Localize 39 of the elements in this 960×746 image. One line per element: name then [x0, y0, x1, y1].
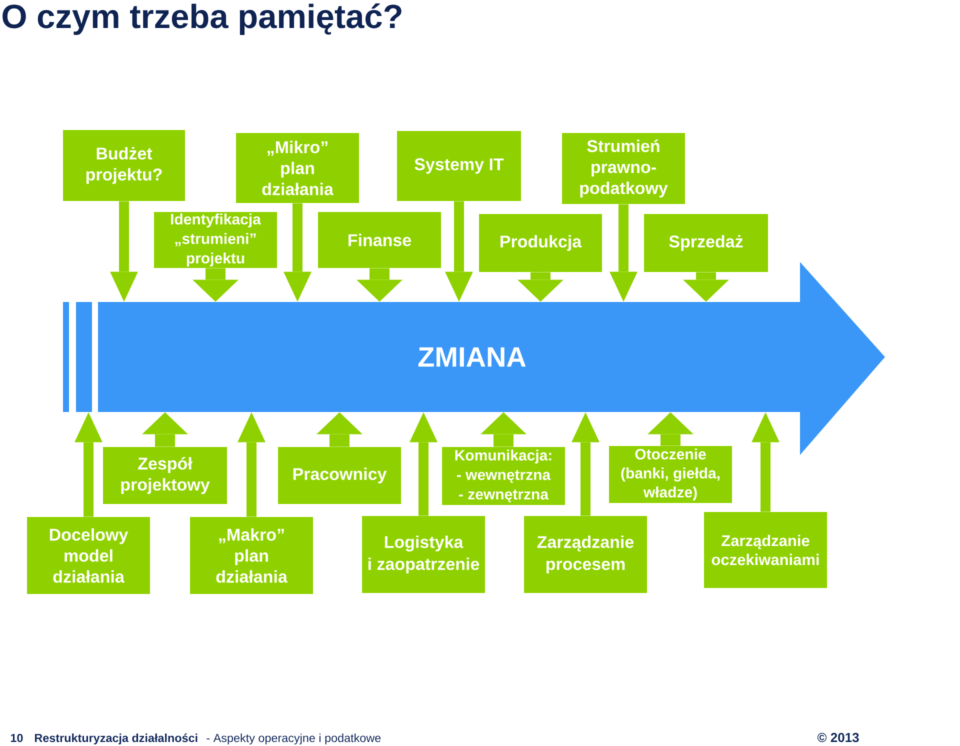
- arrow: [74, 412, 102, 517]
- topic-box: Komunikacja: - wewnętrzna - zewnętrzna: [442, 447, 565, 505]
- topic-box: Zespół projektowy: [103, 447, 227, 504]
- arrow: [572, 412, 600, 516]
- arrow: [238, 412, 266, 517]
- footer-subtitle: - Aspekty operacyjne i podatkowe: [206, 734, 381, 744]
- topic-box: Identyfikacja „strumieni” projektu: [154, 212, 277, 268]
- arrow: [480, 412, 526, 447]
- topic-box: Sprzedaż: [644, 214, 768, 272]
- arrow: [142, 412, 188, 447]
- arrow: [410, 412, 438, 516]
- topic-box: Zarządzanie oczekiwaniami: [704, 512, 827, 588]
- topic-box: Zarządzanie procesem: [524, 516, 647, 593]
- arrow: [752, 412, 780, 512]
- arrow: [110, 201, 138, 302]
- topic-box: „Mikro” plan działania: [236, 133, 359, 203]
- footer-title: Restrukturyzacja działalności: [35, 733, 198, 744]
- arrow: [683, 272, 729, 302]
- arrow: [356, 268, 402, 302]
- topic-box: Pracownicy: [278, 447, 401, 504]
- topic-box: Logistyka i zaopatrzenie: [362, 516, 485, 593]
- arrow: [316, 412, 362, 447]
- arrow: [610, 204, 638, 302]
- topic-box: Finanse: [318, 212, 441, 268]
- topic-box: Docelowy model działania: [27, 517, 150, 594]
- topic-box: „Makro” plan działania: [190, 517, 313, 594]
- topic-box: Otoczenie (banki, giełda, władze): [609, 446, 732, 503]
- arrow: [648, 412, 694, 446]
- topic-box: Budżet projektu?: [63, 130, 185, 201]
- slide-title: O czym trzeba pamiętać?: [2, 3, 402, 35]
- topic-box: Strumień prawno-podatkowy: [562, 133, 685, 204]
- arrow: [192, 268, 238, 302]
- topic-box: Systemy IT: [397, 131, 521, 201]
- topic-box: Produkcja: [479, 214, 602, 272]
- arrow: [518, 272, 564, 302]
- page-number: 10: [10, 734, 23, 742]
- arrow: [445, 201, 473, 302]
- copyright-note: © 2013: [817, 732, 859, 742]
- arrow: [284, 203, 312, 302]
